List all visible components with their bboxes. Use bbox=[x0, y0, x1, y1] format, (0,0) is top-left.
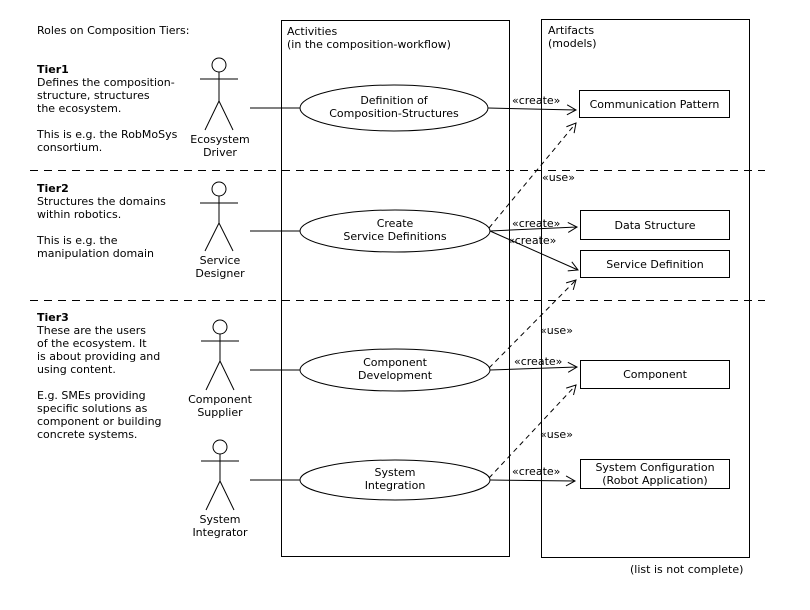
rect-service-definition bbox=[580, 250, 730, 278]
artifacts-column-subtitle: (models) bbox=[548, 37, 597, 50]
actor-label-service-designer: Service Designer bbox=[195, 254, 245, 280]
artifact-label-service-definition: Service Definition bbox=[606, 257, 704, 271]
use-arrow-integration-to-component bbox=[488, 384, 577, 479]
stereotype-create-sysconfig: «create» bbox=[512, 465, 561, 478]
tier3-description: These are the users of the ecosystem. It… bbox=[37, 324, 162, 441]
stereotype-create-datastructure: «create» bbox=[512, 217, 561, 230]
activities-column-title: Activities bbox=[287, 25, 338, 38]
tier1-heading: Tier1 bbox=[37, 63, 69, 76]
create-arrow-definition-to-commpattern bbox=[487, 104, 578, 116]
activity-label-component-development: Component Development bbox=[357, 356, 433, 382]
actor-figure-service-designer bbox=[200, 181, 238, 252]
actor-figure-system-integrator bbox=[201, 439, 239, 511]
create-arrow-servicedefs-to-servicedef bbox=[489, 230, 579, 272]
tier2-heading: Tier2 bbox=[37, 182, 69, 195]
page-title: Roles on Composition Tiers: bbox=[37, 24, 190, 37]
artifacts-column-title: Artifacts bbox=[548, 24, 595, 37]
stereotype-create-servicedef: «create» bbox=[508, 234, 557, 247]
rect-system-configuration bbox=[580, 459, 730, 489]
create-arrow-servicedefs-to-datastructure bbox=[489, 221, 579, 233]
artifact-label-communication-pattern: Communication Pattern bbox=[589, 97, 720, 111]
rect-component bbox=[580, 360, 730, 389]
actor-figure-component-supplier bbox=[201, 319, 239, 391]
artifact-label-system-configuration: System Configuration (Robot Application) bbox=[595, 461, 715, 487]
activity-label-definition: Definition of Composition-Structures bbox=[329, 94, 459, 120]
stereotype-create-definition: «create» bbox=[512, 94, 561, 107]
actor-label-component-supplier: Component Supplier bbox=[188, 393, 252, 419]
actor-label-system-integrator: System Integrator bbox=[192, 513, 248, 539]
stereotype-use-commpattern: «use» bbox=[542, 171, 575, 184]
create-arrow-development-to-component bbox=[489, 361, 579, 373]
rect-data-structure bbox=[580, 210, 730, 240]
activity-label-system-integration: System Integration bbox=[364, 466, 426, 492]
tier3-heading: Tier3 bbox=[37, 311, 69, 324]
use-arrow-development-to-servicedef bbox=[488, 279, 577, 369]
tier1-description: Defines the composition- structure, stru… bbox=[37, 76, 178, 154]
activities-column-subtitle: (in the composition-workflow) bbox=[287, 38, 451, 51]
actor-label-ecosystem-driver: Ecosystem Driver bbox=[190, 133, 250, 159]
artifacts-box bbox=[541, 19, 750, 558]
stereotype-use-servicedef: «use» bbox=[540, 324, 573, 337]
stereotype-use-component: «use» bbox=[540, 428, 573, 441]
artifact-label-component: Component bbox=[623, 368, 687, 381]
artifact-label-data-structure: Data Structure bbox=[614, 218, 696, 232]
tier2-description: Structures the domains within robotics. … bbox=[37, 195, 166, 260]
actor-figure-ecosystem-driver bbox=[200, 57, 238, 131]
create-arrow-integration-to-sysconfig bbox=[489, 475, 577, 487]
stereotype-create-component: «create» bbox=[514, 355, 563, 368]
activities-box bbox=[281, 20, 510, 557]
footnote: (list is not complete) bbox=[630, 563, 744, 576]
use-arrow-servicedefs-to-commpattern bbox=[488, 122, 577, 229]
rect-communication-pattern bbox=[579, 90, 730, 118]
activity-label-create-service-definitions: Create Service Definitions bbox=[343, 217, 447, 243]
